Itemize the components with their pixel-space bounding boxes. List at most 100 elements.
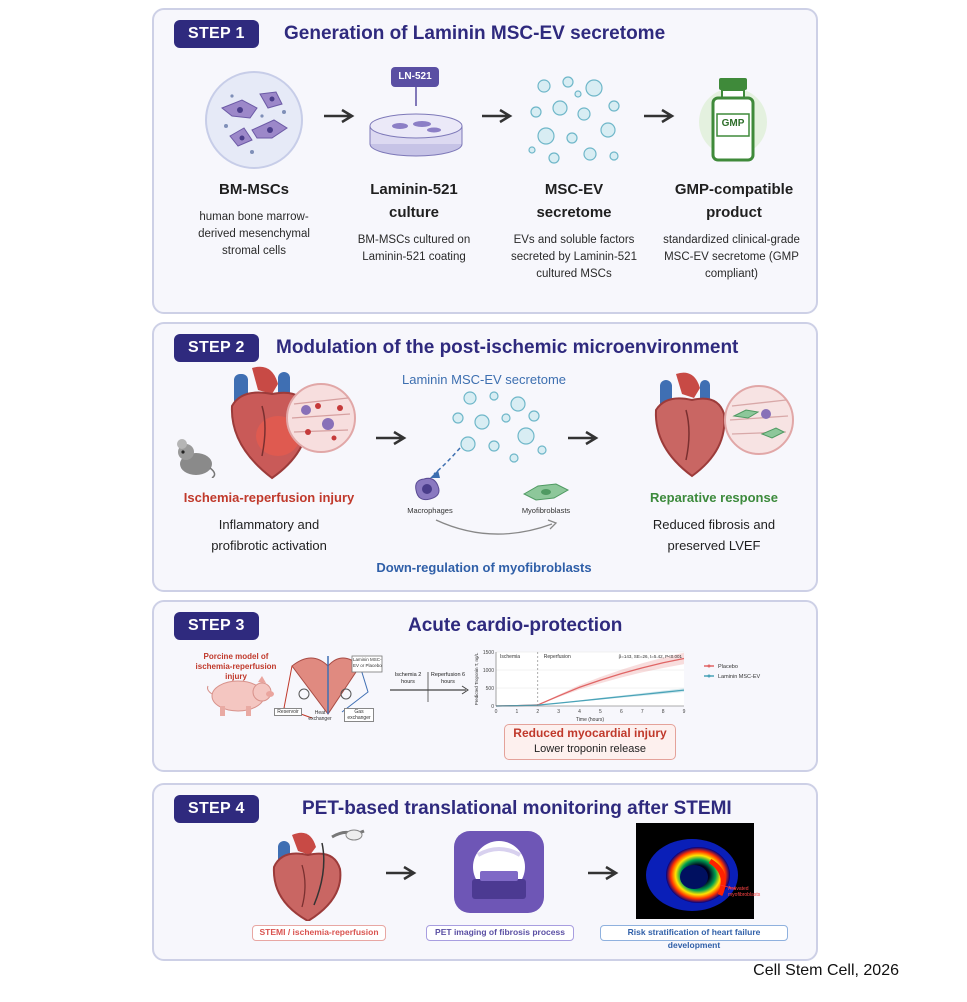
bm-msc-label: BM-MSCs	[219, 181, 289, 198]
injury-tissue-zoom-icon	[286, 383, 356, 453]
laminin-desc: BM-MSCs cultured on Laminin-521 coating	[357, 234, 471, 263]
injury-desc: Inflammatory and profibrotic activation	[211, 517, 327, 553]
myofibroblast-icon	[522, 483, 570, 501]
porcine-model-label: Porcine model of ischemia-reperfusion in…	[195, 652, 277, 681]
arrow-icon	[386, 865, 417, 881]
legend-label-1: Laminin MSC-EV	[718, 674, 761, 680]
arrow-icon	[568, 430, 599, 446]
curved-arrow-icon	[435, 519, 558, 535]
y-tick-label: 500	[486, 686, 495, 692]
y-tick-label: 0	[491, 704, 494, 710]
device-label: Laminin MSC-EV or Placebo	[353, 657, 382, 668]
reperfusion-time-label: Reperfusion 6 hours	[430, 672, 466, 685]
credit: Cell Stem Cell, 2026	[753, 962, 899, 979]
step2-badge: STEP 2	[174, 334, 259, 362]
pet-imaging-tag: PET imaging of fibrosis process	[426, 925, 574, 941]
stemi-heart-icon	[272, 829, 365, 921]
x-tick-label: 0	[495, 709, 498, 715]
timeline-icon	[390, 672, 469, 702]
pet-annotation: Activated myofibroblasts	[728, 886, 761, 898]
repaired-heart-icon	[654, 372, 726, 478]
x-tick-label: 8	[662, 709, 665, 715]
pig-icon	[207, 676, 274, 716]
secretome-label: MSC-EV secretome	[536, 181, 612, 221]
gmp-desc: standardized clinical-grade MSC-EV secre…	[663, 234, 800, 280]
stemi-tag: STEMI / ischemia-reperfusion	[252, 925, 386, 941]
bm-msc-cells-icon	[205, 71, 303, 169]
myofibroblasts-label: Myofibroblasts	[521, 506, 571, 515]
bm-msc-desc: human bone marrow-derived mesenchymal st…	[198, 211, 310, 257]
ischemia-time-label: Ischemia 2 hours	[394, 672, 422, 685]
risk-stratification-tag: Risk stratification of heart failure dev…	[600, 925, 788, 950]
step3-badge: STEP 3	[174, 612, 259, 640]
y-axis-label: Predicted Troponin T, ng/L	[474, 652, 479, 705]
response-desc: Reduced fibrosis and preserved LVEF	[652, 517, 776, 553]
y-tick-label: 1000	[483, 668, 494, 674]
step1-title: Generation of Laminin MSC-EV secretome	[284, 23, 666, 44]
legend-marker-0	[707, 664, 711, 668]
dashed-arrow-icon	[430, 447, 461, 478]
reservoir-label: Reservoir	[274, 708, 302, 716]
x-tick-label: 2	[536, 709, 539, 715]
legend-marker-1	[707, 674, 711, 678]
arrow-icon	[644, 108, 675, 124]
secretome-desc: EVs and soluble factors secreted by Lami…	[511, 234, 637, 280]
arrow-icon	[588, 865, 619, 881]
legend-label-0: Placebo	[718, 664, 738, 670]
macrophage-icon	[415, 477, 440, 501]
heat-exchanger-label: Heat exchanger	[308, 710, 332, 722]
response-label: Reparative response	[650, 490, 778, 505]
gas-exchanger-label: Gas exchanger	[344, 708, 374, 722]
mouse-icon	[177, 439, 216, 478]
phase-label-reperfusion: Reperfusion	[544, 654, 571, 660]
x-tick-label: 5	[599, 709, 602, 715]
arrow-icon	[376, 430, 407, 446]
confidence-band-0	[496, 652, 684, 706]
pet-image	[636, 823, 754, 919]
arrow-icon	[482, 108, 513, 124]
x-tick-label: 9	[683, 709, 686, 715]
x-tick-label: 1	[515, 709, 518, 715]
step1-panel: STEP 1 Generation of Laminin MSC-EV secr…	[152, 8, 818, 314]
x-axis-label: Time (hours)	[576, 717, 604, 723]
stats-label: β=143, SE=26, t=5.42, P<0.001	[619, 654, 683, 659]
step4-panel: STEP 4 PET-based translational monitorin…	[152, 783, 818, 961]
gmp-label: GMP-compatible product	[674, 181, 794, 221]
perfusion-circuit-icon	[283, 655, 383, 719]
step3-panel: STEP 3 Acute cardio-protection Porcine m…	[152, 600, 818, 772]
step4-badge: STEP 4	[174, 795, 259, 823]
step2-panel: STEP 2 Modulation of the post-ischemic m…	[152, 322, 818, 592]
x-tick-label: 4	[578, 709, 581, 715]
ev-spheres-icon	[452, 391, 547, 463]
series-line-1	[495, 689, 685, 707]
arrow-icon	[324, 108, 355, 124]
ln521-tag: LN-521	[391, 67, 439, 87]
result-label: Reduced myocardial injury	[513, 726, 667, 740]
laminin-dish-icon	[369, 86, 463, 157]
plot-area	[496, 652, 684, 706]
y-tick-label: 1500	[483, 650, 494, 656]
gmp-bottle-icon	[699, 78, 767, 162]
secretome-label: Laminin MSC-EV secretome	[402, 372, 566, 387]
step4-title: PET-based translational monitoring after…	[302, 798, 732, 819]
chart-lines	[495, 657, 685, 707]
x-tick-label: 6	[620, 709, 623, 715]
result-desc: Lower troponin release	[534, 743, 646, 755]
injury-label: Ischemia-reperfusion injury	[183, 490, 355, 505]
phase-label-ischemia: Ischemia	[500, 654, 520, 660]
step3-title: Acute cardio-protection	[408, 615, 623, 636]
ev-spheres-icon	[528, 76, 620, 164]
step2-title: Modulation of the post-ischemic microenv…	[276, 337, 739, 358]
downreg-label: Down-regulation of myofibroblasts	[376, 560, 592, 575]
laminin-label: Laminin-521 culture	[370, 181, 458, 221]
pet-scanner-icon	[454, 831, 544, 913]
result-box	[504, 724, 676, 760]
x-tick-label: 3	[557, 709, 560, 715]
gmp-text: GMP	[721, 118, 745, 129]
repair-tissue-zoom-icon	[724, 385, 794, 455]
macrophages-label: Macrophages	[407, 506, 453, 515]
x-tick-label: 7	[641, 709, 644, 715]
